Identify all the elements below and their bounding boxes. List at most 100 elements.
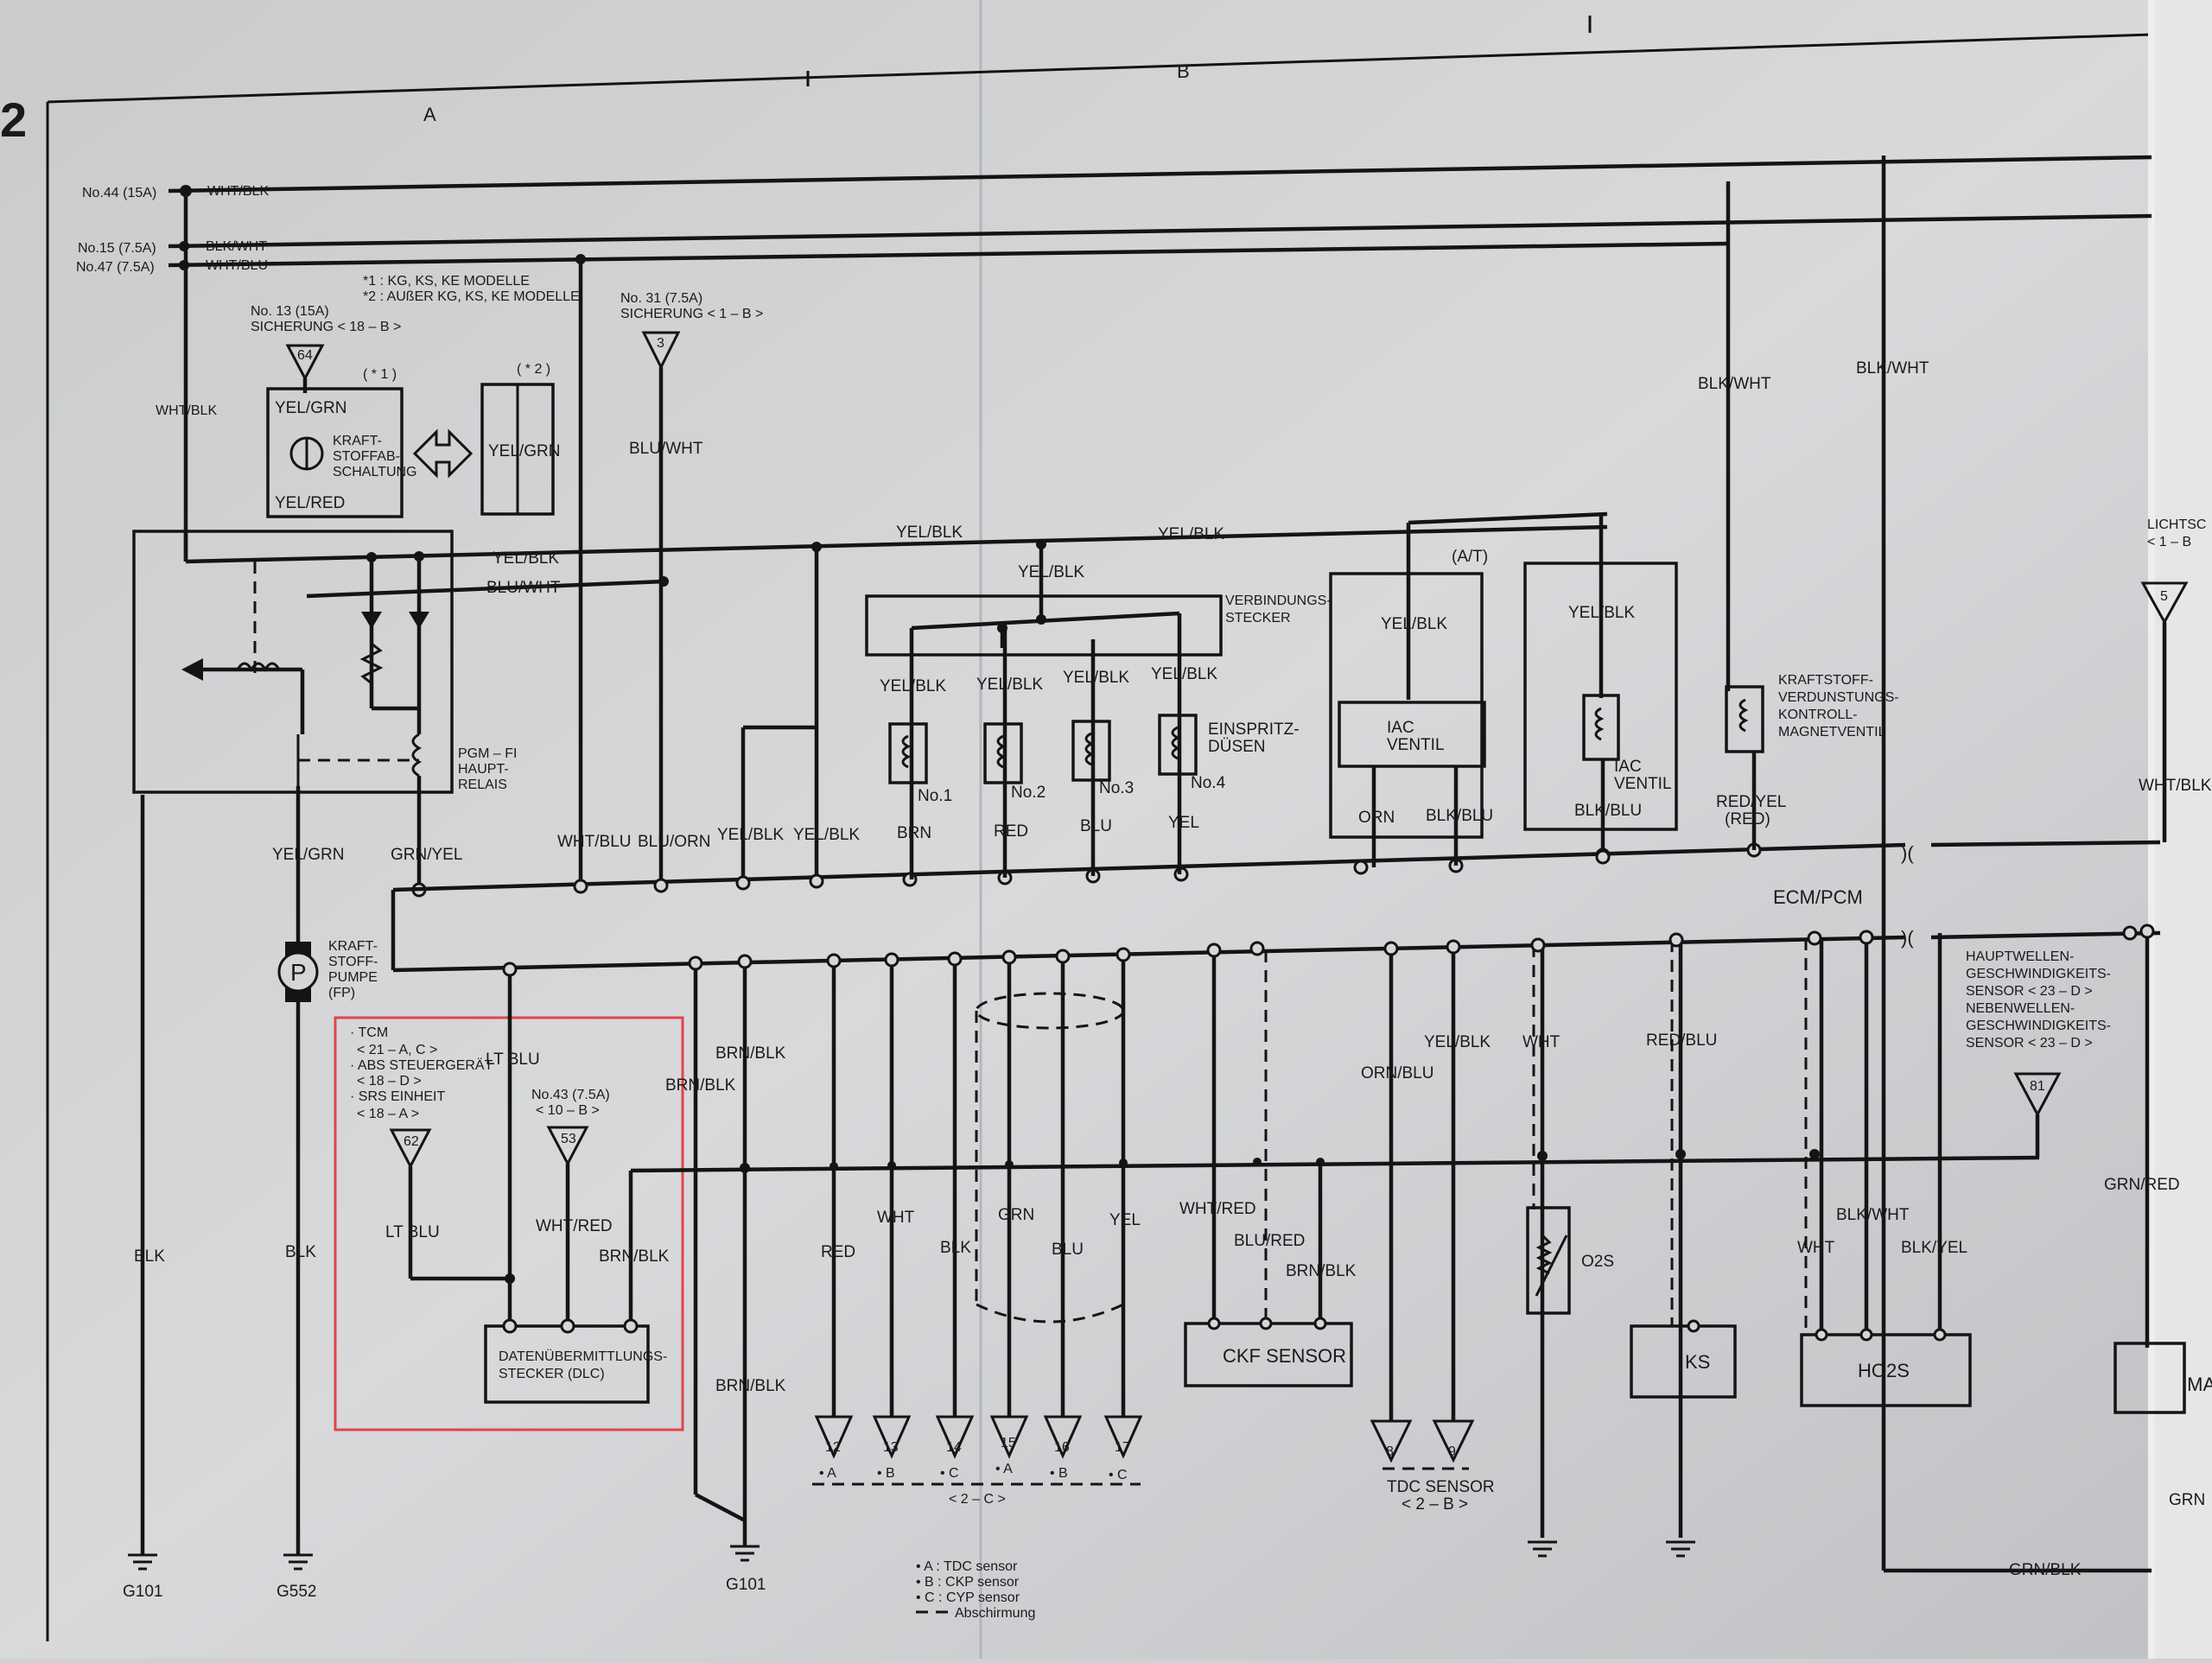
fuel-pump-icon: [277, 951, 319, 993]
wire-blk-yel-label: BLK/YEL: [1901, 1239, 1967, 1257]
sensor-wire-yel-label: YEL: [1109, 1211, 1141, 1229]
sensor-wire-wht-label: WHT: [877, 1209, 915, 1227]
alt-cutoff-wire-label: YEL/GRN: [488, 442, 560, 460]
wire-lights-label: WHT/BLK: [2139, 777, 2212, 795]
o2s-label: O2S: [1581, 1253, 1614, 1271]
ecm-pin[interactable]: [1446, 939, 1461, 955]
fuel-pump-label-2: STOFF-: [328, 955, 378, 969]
ecm-pin[interactable]: [653, 878, 669, 893]
wire-wht-blu-v-label: WHT/BLU: [557, 833, 632, 851]
ho2s-pin[interactable]: [1815, 1328, 1828, 1342]
ecm-pin[interactable]: [1595, 849, 1611, 865]
ecm-pin[interactable]: [947, 951, 963, 967]
iac-at-out-label: BLK/BLU: [1574, 802, 1642, 820]
wire-brn-blk-2-label: BRN/BLK: [665, 1076, 736, 1095]
injector-wire-1: YEL/BLK: [880, 677, 946, 695]
junction: [575, 254, 586, 264]
ecm-pin[interactable]: [809, 873, 824, 889]
fuel-cutoff-switch-icon: [289, 436, 324, 471]
ecm-pin[interactable]: [688, 955, 703, 971]
ecm-pin[interactable]: [1206, 943, 1222, 958]
connector-62-label: 62: [404, 1134, 419, 1149]
star1-label: ( * 1 ): [363, 367, 397, 382]
wire-grn-yel-label: GRN/YEL: [391, 846, 462, 864]
connector-62-triangle: [389, 1128, 432, 1170]
o2s-sensor-box: [1526, 1206, 1571, 1315]
ecm-pin[interactable]: [1116, 947, 1131, 962]
connector-81-label: 81: [2030, 1079, 2045, 1094]
ecm-pin[interactable]: [2122, 925, 2138, 941]
sensor-pin-16: 16: [1054, 1440, 1070, 1455]
evap-label-2: VERDUNSTUNGS-: [1778, 690, 1899, 705]
ecm-label: ECM/PCM: [1773, 886, 1863, 908]
junction: [887, 1161, 896, 1170]
joint-wire-label-2: YEL/BLK: [1018, 563, 1084, 581]
fuel-pump-symbol: P: [290, 959, 307, 986]
wire-brn-blk-dlc-h: [630, 1155, 2040, 1173]
tdc-wire-1-label: ORN/BLU: [1361, 1064, 1433, 1082]
ecm-pin[interactable]: [1530, 937, 1546, 953]
ho2s-pin[interactable]: [1859, 1328, 1873, 1342]
ckf-pin[interactable]: [1313, 1317, 1327, 1330]
ecm-pin[interactable]: [1383, 941, 1399, 956]
fuse-31-label: No. 31 (7.5A): [620, 291, 702, 306]
ecm-bottom-edge: [392, 935, 1906, 973]
evap-label-4: MAGNETVENTIL: [1778, 725, 1886, 739]
ecm-pin[interactable]: [826, 953, 842, 968]
o2s-heater-icon: [1535, 1234, 1568, 1297]
ecm-pin[interactable]: [502, 962, 518, 977]
ks-pin[interactable]: [1687, 1319, 1700, 1333]
ecm-pin[interactable]: [737, 954, 753, 969]
wire-left-ground-label: BLK: [134, 1247, 165, 1266]
ground-g101-left-label: G101: [123, 1583, 162, 1601]
evap-label-1: KRAFTSTOFF-: [1778, 673, 1873, 688]
ecm-pin[interactable]: [1859, 930, 1874, 945]
ecm-pin[interactable]: [884, 952, 899, 968]
injector-4: [1158, 613, 1198, 874]
iac-at-wire: YEL/BLK: [1568, 604, 1635, 622]
ho2s-pin[interactable]: [1933, 1328, 1947, 1342]
dlc-pin[interactable]: [502, 1318, 518, 1334]
ckf-wire-3-label: BRN/BLK: [1286, 1262, 1357, 1280]
wire-brn-blk-1-label: BRN/BLK: [715, 1044, 786, 1063]
ecm-pin[interactable]: [1249, 941, 1265, 956]
ecm-bottom-edge-right: [1930, 930, 2161, 940]
shaft-label-3: SENSOR < 23 – D >: [1966, 984, 2093, 999]
ecm-pin[interactable]: [1669, 932, 1684, 948]
evap-label-3: KONTROLL-: [1778, 708, 1858, 722]
lights-label-2: < 1 – B: [2147, 535, 2191, 549]
ckf-pin[interactable]: [1207, 1317, 1221, 1330]
bus-wht-blk: [168, 155, 2152, 194]
ecm-pin[interactable]: [2139, 924, 2155, 939]
ecm-pin[interactable]: [735, 875, 751, 891]
ecm-pin[interactable]: [573, 879, 588, 894]
sensor-pin-c2: • C: [1109, 1468, 1128, 1482]
main-relay-coil-icon: [411, 733, 423, 778]
shaft-label-1: HAUPTWELLEN-: [1966, 949, 2074, 964]
ecm-pin[interactable]: [1055, 949, 1071, 964]
dlc-pin[interactable]: [623, 1318, 639, 1334]
sensor-pin-13: 13: [883, 1440, 899, 1455]
ckf-pin[interactable]: [1259, 1317, 1273, 1330]
sensor-wire-red-label: RED: [821, 1243, 855, 1261]
dlc-srs-1: · SRS EINHEIT: [350, 1089, 445, 1104]
dlc-tcm-1: · TCM: [350, 1025, 388, 1040]
dlc-pin[interactable]: [560, 1318, 575, 1334]
junction: [1316, 1158, 1325, 1166]
fuel-cutoff-label-2: STOFFAB-: [333, 449, 400, 464]
ckf-wire-1-label: WHT/RED: [1179, 1200, 1256, 1218]
ground-ks-icon: [1666, 1540, 1695, 1558]
diode-1-icon: [361, 612, 382, 629]
injector-1-wire: BRN: [897, 824, 931, 842]
sensor-wire-grn-label: GRN: [998, 1206, 1034, 1224]
junction: [1119, 1158, 1128, 1167]
sensor-pin-c: • C: [940, 1466, 959, 1481]
ecm-pin[interactable]: [1807, 930, 1822, 946]
ecm-pin[interactable]: [1353, 860, 1369, 875]
ecm-pin[interactable]: [1001, 949, 1017, 965]
ho2s-wire-blk-wht-label: BLK/WHT: [1836, 1206, 1910, 1224]
sensor-pin-17: 17: [1115, 1440, 1130, 1455]
ecm-break: )(: [1901, 842, 1914, 864]
bus-blu-wht: [306, 579, 664, 599]
